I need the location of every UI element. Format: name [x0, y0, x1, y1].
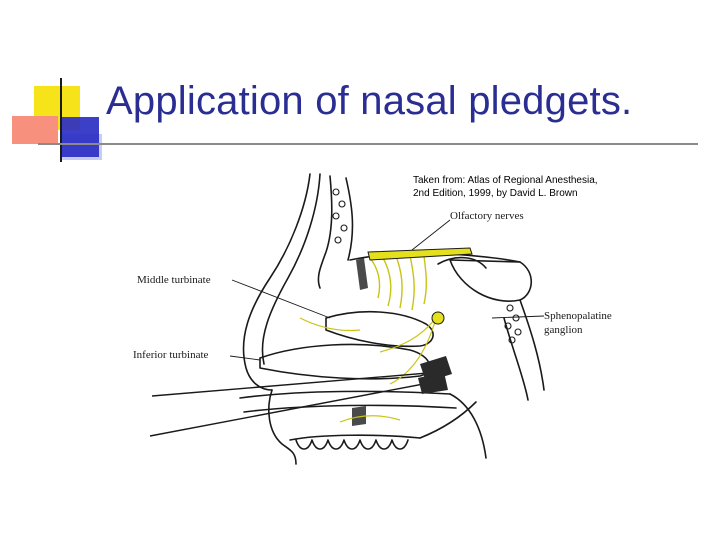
- decor-red-square: [12, 116, 58, 144]
- label-sphenopalatine-ganglion: Sphenopalatine ganglion: [544, 309, 612, 337]
- nasal-anatomy-illustration: [120, 168, 640, 486]
- label-sphenopalatine-line-2: ganglion: [544, 324, 583, 336]
- credit-line-2: 2nd Edition, 1999, by David L. Brown: [413, 188, 578, 199]
- decor-vertical-line: [60, 78, 62, 162]
- label-middle-turbinate: Middle turbinate: [137, 274, 211, 286]
- nasal-anatomy-drawing: [149, 173, 545, 465]
- image-credit: Taken from: Atlas of Regional Anesthesia…: [413, 174, 598, 200]
- label-olfactory-nerves: Olfactory nerves: [450, 210, 524, 222]
- decor-blue-square: [61, 117, 99, 157]
- slide-title: Application of nasal pledgets.: [106, 79, 633, 123]
- credit-line-1: Taken from: Atlas of Regional Anesthesia…: [413, 175, 598, 186]
- title-underline: [38, 143, 698, 145]
- label-sphenopalatine-line-1: Sphenopalatine: [544, 310, 612, 322]
- label-inferior-turbinate: Inferior turbinate: [133, 349, 209, 361]
